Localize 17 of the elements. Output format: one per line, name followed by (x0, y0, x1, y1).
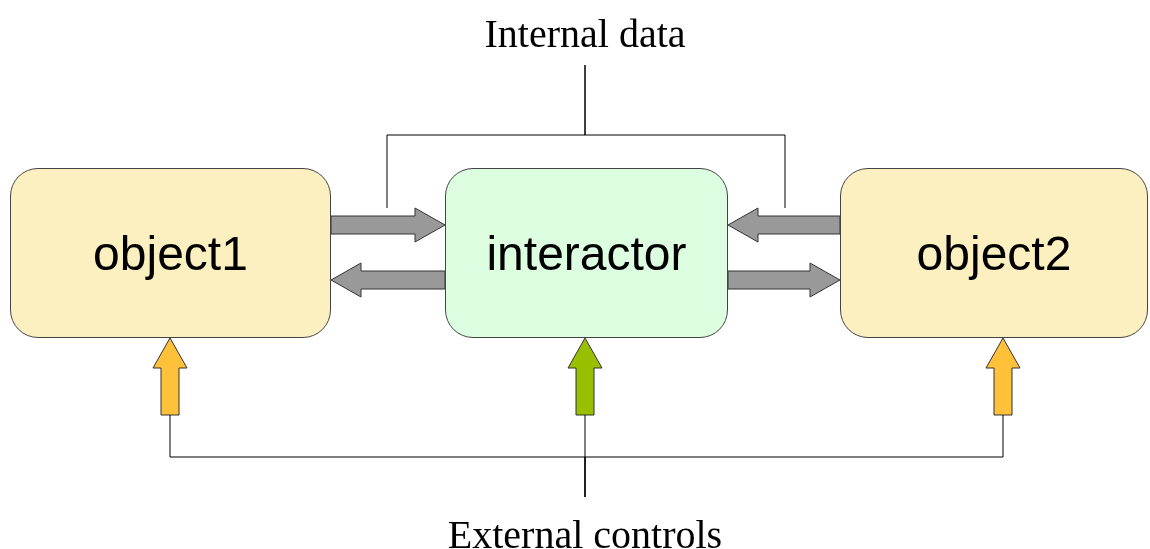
box-label: object1 (93, 225, 248, 281)
leader-line (584, 64, 786, 209)
block-arrow (985, 337, 1021, 416)
block-arrow (330, 262, 446, 298)
box-label: interactor (486, 225, 687, 281)
block-arrow (727, 262, 841, 298)
block-arrow (330, 207, 446, 243)
rounded-box (840, 168, 1148, 338)
block-arrow (727, 207, 841, 243)
box-label: object2 (916, 225, 1072, 281)
block-arrow (567, 337, 603, 416)
text-label: Internal data (484, 14, 686, 54)
text-label: External controls (447, 515, 723, 549)
rounded-box (445, 168, 728, 338)
rounded-box (10, 168, 331, 338)
block-arrow (152, 337, 188, 416)
leader-line (584, 414, 1004, 498)
